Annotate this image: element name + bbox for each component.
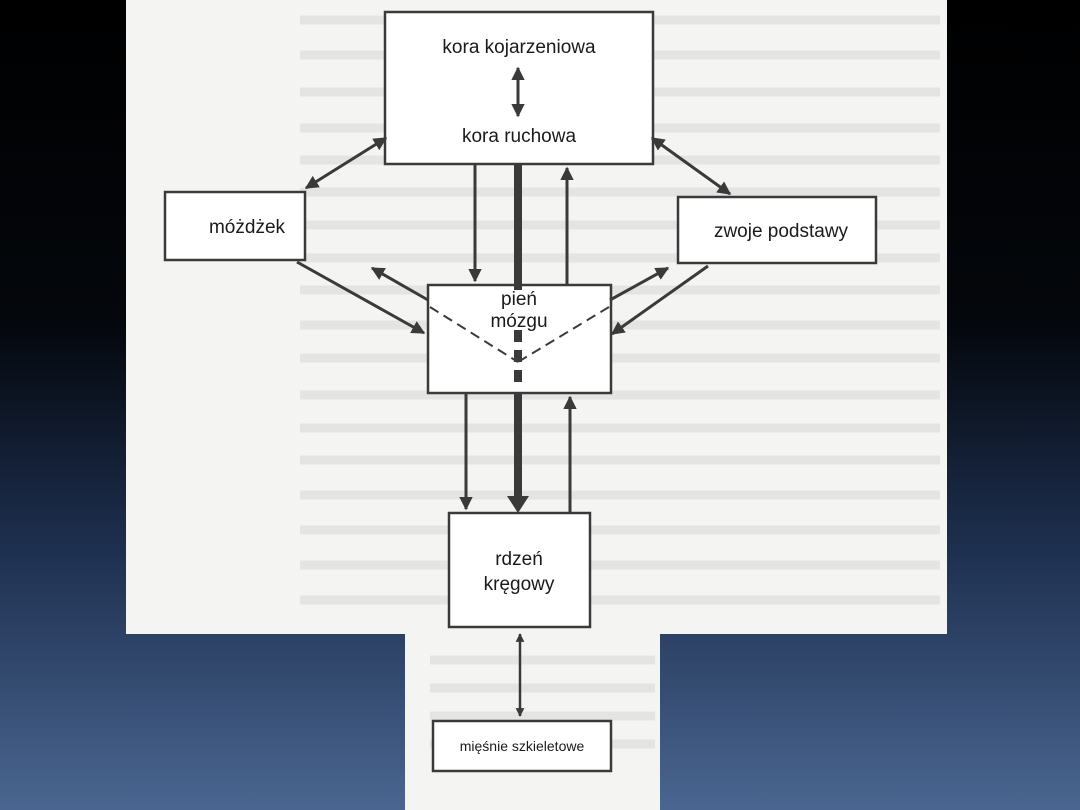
skeletal-muscles-label: mięśnie szkieletowe xyxy=(460,738,585,754)
skeletal-muscles-box xyxy=(431,719,613,773)
cortex-basal-ganglia-arrow xyxy=(650,136,732,196)
basal-ganglia-box xyxy=(676,195,878,265)
main-pathway xyxy=(507,164,529,513)
spinal-cord-label-line1: rdzeń xyxy=(495,549,543,570)
association-cortex-label: kora kojarzeniowa xyxy=(442,37,596,58)
brainstem-label-line2: mózgu xyxy=(490,311,547,332)
basal-ganglia-brainstem-arrow-a xyxy=(609,266,670,302)
brainstem-dashed-lines xyxy=(429,306,610,363)
cerebellum-brainstem-arrow-b xyxy=(370,266,429,302)
cortex-cerebellum-arrow xyxy=(304,136,388,190)
motor-cortex-label: kora ruchowa xyxy=(462,126,576,147)
spinal-cord-label-line2: kręgowy xyxy=(484,574,555,595)
basal-ganglia-brainstem-arrow-b xyxy=(610,264,709,336)
cerebellum-label: móżdżek xyxy=(209,217,286,238)
spinal-cord-box xyxy=(447,511,592,629)
cerebellum-box xyxy=(163,190,307,262)
cerebellum-brainstem-arrow-a xyxy=(296,260,426,335)
brainstem-label-line1: pień xyxy=(501,289,537,310)
basal-ganglia-label: zwoje podstawy xyxy=(714,221,849,242)
